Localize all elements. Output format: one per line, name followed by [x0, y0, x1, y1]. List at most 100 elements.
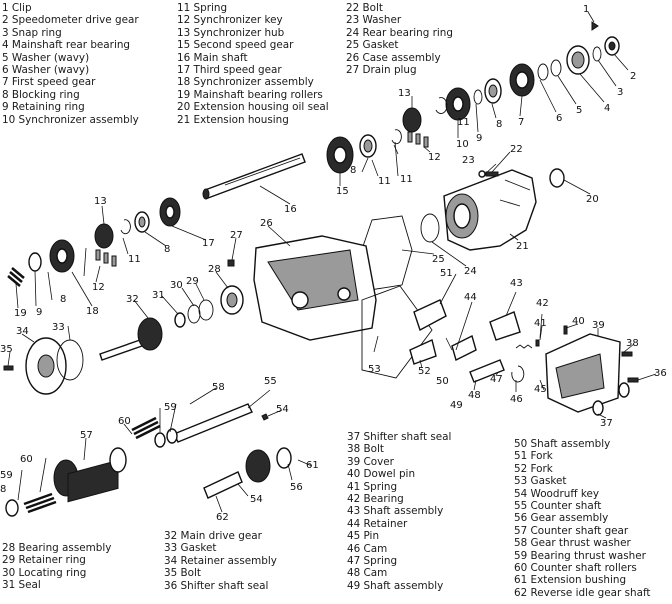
legend-entry: 26 Case assembly: [346, 51, 441, 64]
callout-33: 33: [52, 322, 65, 333]
callout-34: 34: [16, 326, 29, 337]
callout-11d: 11: [128, 254, 141, 265]
callout-26: 26: [260, 218, 273, 229]
legend-entry: 49 Shaft assembly: [347, 579, 444, 592]
synchronizer-assembly-lower: [49, 239, 75, 273]
callout-49: 49: [450, 400, 463, 411]
rear-bearing-ring: [420, 213, 440, 243]
legend-entry: 13 Synchronizer hub: [177, 26, 285, 39]
legend-entry: 20 Extension housing oil seal: [177, 101, 329, 114]
callout-24: 24: [464, 266, 477, 277]
leader-lines: [7, 11, 657, 513]
callout-8a: 8: [496, 119, 502, 130]
legend-entry: 37 Shifter shaft seal: [347, 431, 452, 443]
callout-60a: 60: [118, 416, 131, 427]
callout-20: 20: [586, 194, 599, 205]
spring-upper: [435, 97, 448, 114]
callout-55: 55: [264, 376, 277, 387]
legend-entry: 44 Retainer: [347, 517, 408, 530]
callout-38: 38: [626, 338, 639, 349]
legend-entry: 11 Spring: [177, 2, 228, 14]
clip-part: [591, 21, 599, 31]
legend-entry: 2 Speedometer drive gear: [2, 14, 139, 27]
legend-entry: 56 Gear assembly: [514, 512, 609, 525]
legend-entry: 57 Counter shaft gear: [514, 524, 629, 537]
callout-10: 10: [456, 139, 469, 150]
callout-35: 35: [0, 344, 13, 355]
counter-shaft: [173, 403, 253, 443]
legend-entry: 46 Cam: [347, 542, 388, 555]
callout-15: 15: [336, 186, 349, 197]
callout-13b: 13: [94, 196, 107, 207]
cover: [545, 333, 621, 413]
legend-entry: 25 Gasket: [346, 39, 399, 52]
retainer-assembly: [25, 337, 67, 395]
legend-entry: 1 Clip: [2, 2, 32, 14]
snap-ring: [592, 46, 602, 62]
case-assembly: [253, 235, 377, 341]
first-speed-gear: [509, 63, 535, 97]
callout-31: 31: [152, 290, 165, 301]
legend-entry: 18 Synchronizer assembly: [177, 76, 314, 89]
spring-lower: [120, 219, 131, 235]
legend-entry: 8 Blocking ring: [2, 88, 80, 101]
callout-16: 16: [284, 204, 297, 215]
callout-54b: 54: [250, 494, 263, 505]
callout-7: 7: [518, 117, 524, 128]
retaining-ring-lower: [28, 252, 42, 272]
callout-44: 44: [464, 292, 477, 303]
legend-entry: 50 Shaft assembly: [514, 438, 611, 450]
legend-entry: 47 Spring: [347, 554, 398, 567]
callout-39: 39: [592, 320, 605, 331]
legend-entry: 34 Retainer assembly: [164, 554, 277, 567]
woodruff-keys: [261, 413, 269, 421]
gear-assembly-reverse: [245, 447, 292, 483]
legend-entry: 48 Cam: [347, 567, 388, 580]
callout-54a: 54: [276, 404, 289, 415]
callout-57: 57: [80, 430, 93, 441]
legend-entry: 41 Spring: [347, 480, 398, 493]
spring-mid: [391, 129, 402, 145]
legend-entry: 10 Synchronizer assembly: [2, 113, 139, 126]
main-shaft: [202, 153, 306, 200]
callout-11b: 11: [378, 176, 391, 187]
callout-48: 48: [468, 390, 481, 401]
springs-cams: [511, 339, 540, 383]
dowel-and-bolts: [563, 325, 639, 383]
legend-entry: 24 Rear bearing ring: [346, 26, 453, 39]
legend-entry: 15 Second speed gear: [177, 39, 294, 52]
callout-36: 36: [654, 368, 667, 379]
callout-58: 58: [212, 382, 225, 393]
callout-59a: 59: [164, 402, 177, 413]
counter-shaft-gear: [53, 447, 127, 503]
legend-entry: 33 Gasket: [164, 542, 217, 555]
callout-23: 23: [462, 155, 475, 166]
legend-entry: 58 Gear thrust washer: [514, 537, 631, 550]
blocking-ring-upper: [484, 78, 502, 104]
callout-30: 30: [170, 280, 183, 291]
callout-43: 43: [510, 278, 523, 289]
legend-entry: 54 Woodruff key: [514, 487, 600, 500]
callout-12b: 12: [92, 282, 105, 293]
legend-entry: 51 Fork: [514, 450, 553, 463]
callout-11c-upper: 11: [400, 174, 413, 185]
blocking-ring-lower: [134, 211, 150, 233]
callout-22: 22: [510, 144, 523, 155]
synchronizer-assembly-upper: [445, 87, 471, 121]
callout-51: 51: [440, 268, 453, 279]
legend-entry: 39 Cover: [347, 455, 394, 468]
callout-28: 28: [208, 264, 221, 275]
synchronizer-hub-lower: [94, 223, 117, 267]
callout-62: 62: [216, 512, 229, 523]
legend-entry: 52 Fork: [514, 462, 553, 475]
callout-9b: 9: [36, 307, 42, 318]
callout-8e: 8: [0, 484, 6, 495]
forks: [409, 299, 447, 365]
legend-entry: 38 Bolt: [347, 443, 384, 456]
legend-entry: 43 Shaft assembly: [347, 505, 444, 518]
counter-shaft-rollers: [23, 416, 161, 514]
